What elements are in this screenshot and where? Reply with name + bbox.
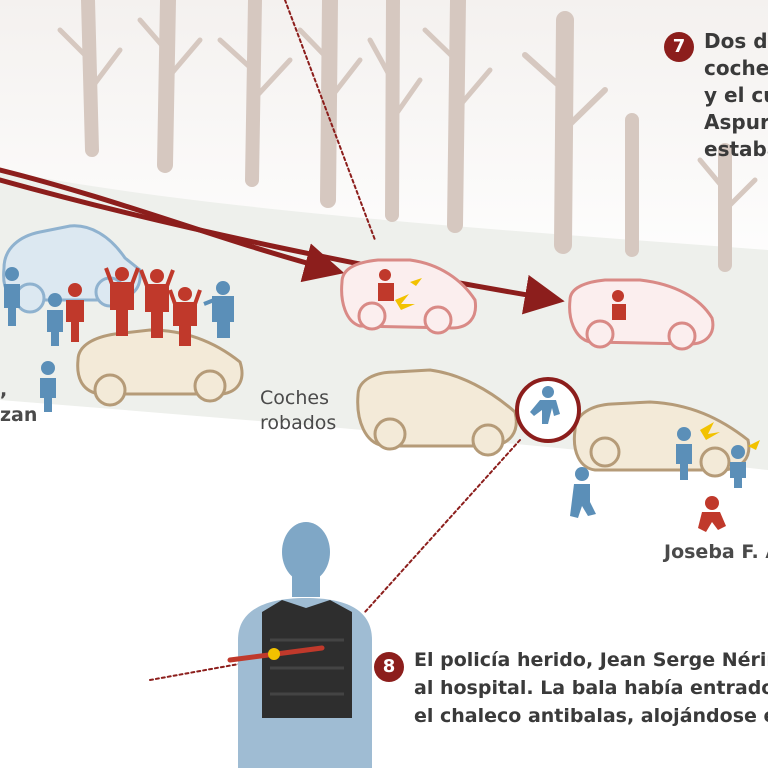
callout-7-line: coche [704,56,768,80]
tree-icon [697,143,758,272]
left-cut-label: , zan [0,378,37,428]
callout-8-line: El policía herido, Jean Serge Nérin, f [414,649,768,671]
callout-7-line: estaba [704,137,768,161]
arrow-to-car-1 [0,167,345,283]
dotted-pointer-8 [364,439,521,613]
callout-7-line: y el cu [704,83,768,107]
suspect-figure-icon [378,269,394,301]
dotted-pointer-7 [284,0,376,241]
gunfire-flashes [395,278,760,450]
suspect-figure-icon [66,283,84,342]
car-icon [572,400,751,478]
police-figure-icon [676,427,692,480]
stolen-cars-line: robados [260,412,337,434]
tree-icon [367,0,423,222]
trees-group [57,0,758,272]
callout-7-badge: 7 [664,32,694,62]
tree-icon [522,11,608,254]
stolen-cars-line: Coches [260,387,329,409]
police-figure-icon [730,445,746,488]
callout-8-line: al hospital. La bala había entrado po [414,677,768,699]
police-figure-icon [4,267,20,326]
car-icon [76,328,244,407]
car-icon [568,278,715,351]
callout-7-line: Aspurz [704,110,768,134]
police-figure-icon [570,467,596,518]
wounded-officer-highlight [515,377,581,443]
callout-8-line: el chaleco antibalas, alojándose en e [414,705,768,727]
suspect-figure-icon [612,290,626,320]
tree-icon [422,0,493,233]
suspect-figure-icon [168,287,202,346]
police-figure-icon [47,293,63,346]
callout-8-badge: 8 [374,652,404,682]
tree-icon [137,0,203,173]
police-figure-icon [530,386,560,424]
left-cut-line: zan [0,404,38,426]
stolen-cars-label: Coches robados [260,386,336,436]
car-icon [356,368,518,457]
tree-icon [217,0,293,187]
left-cut-line: , [0,379,8,401]
suspects-group [66,267,726,532]
police-group [4,267,746,518]
police-figure-icon [40,361,56,412]
trajectory-arrows [0,0,565,681]
callout-7-line: Dos de [704,29,768,53]
car-icon [340,258,478,335]
arrow-to-car-2 [0,177,565,315]
bulletproof-vest-icon [227,522,372,768]
suspect-figure-icon [104,267,140,336]
police-figure-icon [203,281,234,338]
suspect-figure-icon [139,269,175,338]
tree-icon [297,0,363,208]
callout-8-text: El policía herido, Jean Serge Nérin, f a… [414,646,768,730]
callout-7-text: Dos de coche y el cu Aspurz estaba [704,28,768,163]
suspect-name-label: Joseba F. A [664,541,768,563]
suspect-figure-icon [698,496,726,532]
tree-icon [57,0,123,157]
